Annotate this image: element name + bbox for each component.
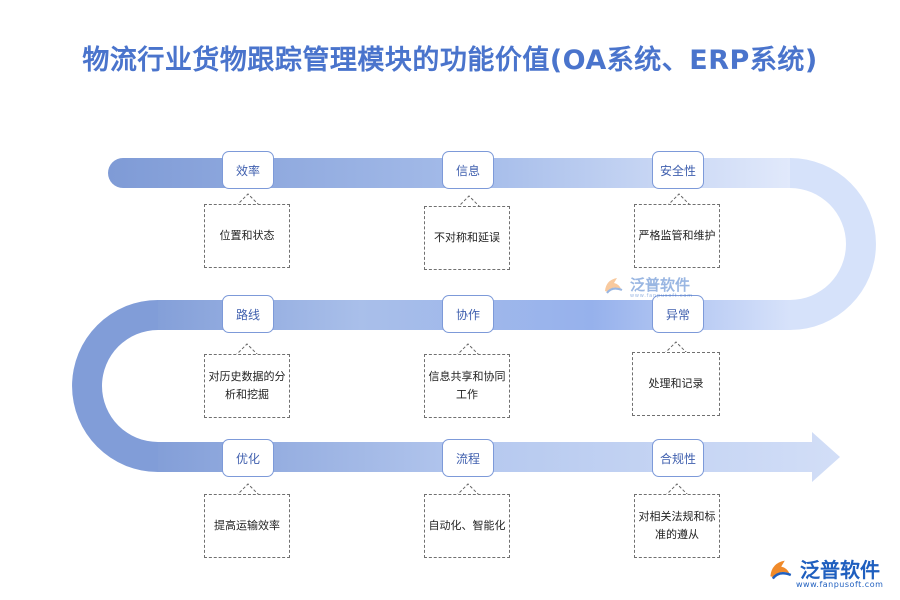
node-optimization: 优化 <box>222 439 274 477</box>
callout-security: 严格监管和维护 <box>634 204 720 268</box>
callout-process: 自动化、智能化 <box>424 494 510 558</box>
watermark-center-name: 泛普软件 <box>630 276 691 294</box>
callout-compliance: 对相关法规和标准的遵从 <box>634 494 720 558</box>
fanpu-logo-icon <box>770 560 792 579</box>
fanpu-logo-icon <box>605 277 623 294</box>
node-route: 路线 <box>222 295 274 333</box>
node-process: 流程 <box>442 439 494 477</box>
callout-optimization: 提高运输效率 <box>204 494 290 558</box>
page-title: 物流行业货物跟踪管理模块的功能价值(OA系统、ERP系统) <box>82 45 818 76</box>
node-compliance: 合规性 <box>652 439 704 477</box>
watermark-center: 泛普软件 www.fanpusoft.com <box>602 274 692 299</box>
node-exception: 异常 <box>652 295 704 333</box>
flow-left-loop <box>72 300 158 472</box>
callout-exception: 处理和记录 <box>632 352 720 416</box>
callout-information: 不对称和延误 <box>424 206 510 270</box>
watermark-corner-name: 泛普软件 <box>800 558 880 582</box>
callout-collaboration: 信息共享和协同工作 <box>424 354 510 418</box>
watermark-corner: 泛普软件 www.fanpusoft.com <box>766 554 883 589</box>
callout-efficiency: 位置和状态 <box>204 204 290 268</box>
node-security: 安全性 <box>652 151 704 189</box>
node-collaboration: 协作 <box>442 295 494 333</box>
flow-right-loop <box>790 158 876 330</box>
watermark-corner-url: www.fanpusoft.com <box>796 580 884 589</box>
callout-connectors <box>234 193 692 497</box>
node-efficiency: 效率 <box>222 151 274 189</box>
callout-route: 对历史数据的分析和挖掘 <box>204 354 290 418</box>
watermark-center-url: www.fanpusoft.com <box>630 293 693 299</box>
node-information: 信息 <box>442 151 494 189</box>
